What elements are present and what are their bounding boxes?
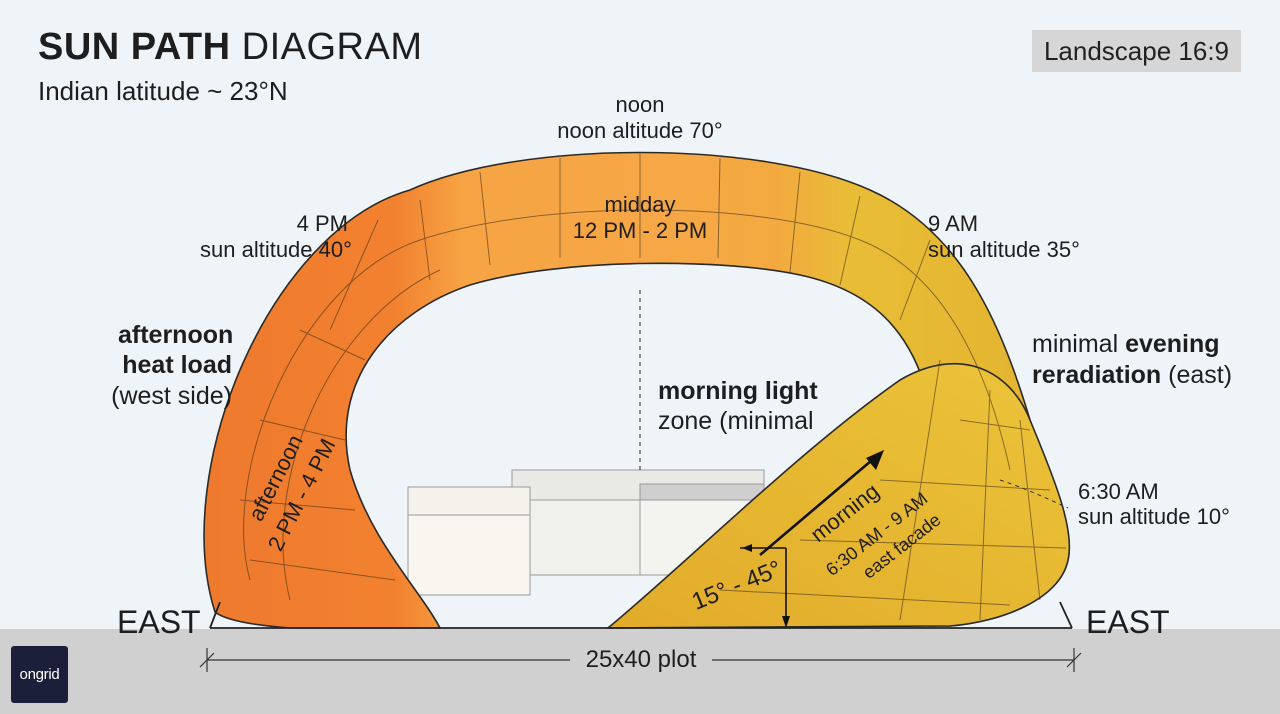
title-light: DIAGRAM (241, 26, 423, 68)
morning-zone-line2: zone (minimal (658, 407, 814, 435)
evening-light-text: minimal (1032, 330, 1119, 358)
noon-label: noon (615, 92, 665, 117)
heat-load-line1: afternoon (118, 321, 234, 349)
midday-range: 12 PM - 2 PM (572, 218, 708, 243)
am9-altitude: sun altitude 35° (928, 237, 1080, 262)
morning-zone-line1: morning light (658, 377, 818, 405)
diagram-subtitle: Indian latitude ~ 23°N (38, 76, 288, 106)
evening-bold-text: evening (1125, 330, 1220, 358)
pm4-altitude: sun altitude 40° (200, 237, 352, 262)
plot-size-label: 25x40 plot (585, 646, 697, 673)
title-bold: SUN PATH (38, 26, 231, 68)
morning-arrow (759, 450, 884, 556)
am9-time: 9 AM (928, 211, 979, 236)
midday-label: midday (604, 192, 676, 217)
diagram-title: SUN PATH DIAGRAM (38, 26, 423, 69)
ground-line (209, 601, 1073, 629)
angle-dimension (740, 544, 790, 628)
ground-band (0, 629, 1280, 714)
am630-altitude: sun altitude 10° (1078, 504, 1230, 529)
heat-load-line3: (west side) (111, 382, 232, 410)
morning-sweep (605, 363, 1071, 629)
east-label-left: EAST (117, 604, 201, 640)
reradiation-light-text: (east) (1168, 361, 1233, 389)
pm4-time: 4 PM (296, 211, 348, 236)
am630-time: 6:30 AM (1078, 479, 1159, 504)
evening-line1: minimal evening (1032, 330, 1220, 359)
noon-altitude: noon altitude 70° (557, 118, 723, 143)
plot-dimension-line (199, 648, 1082, 672)
reradiation-bold-text: reradiation (1032, 361, 1162, 389)
format-badge: Landscape 16:9 (1032, 30, 1241, 72)
heat-load-line2: heat load (122, 351, 232, 379)
evening-line2: reradiation (east) (1032, 361, 1232, 390)
brand-logo: ongrid (11, 646, 68, 703)
east-label-right: EAST (1086, 604, 1170, 640)
